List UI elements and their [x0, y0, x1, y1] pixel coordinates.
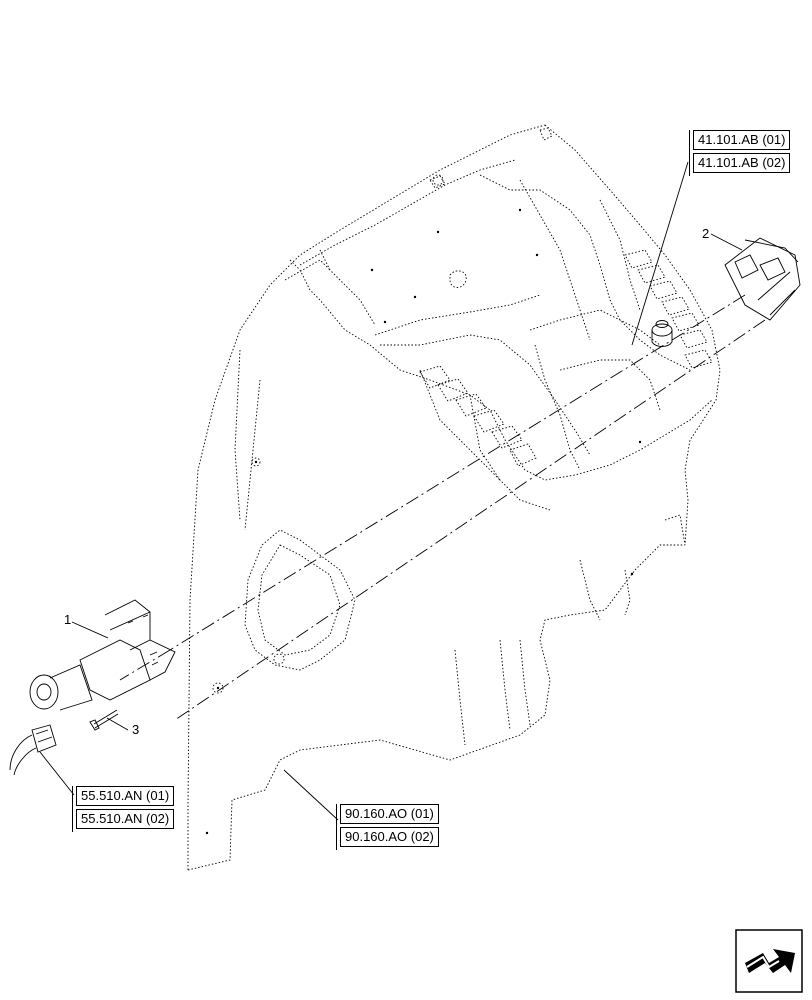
- housing-bosses: [212, 174, 444, 694]
- pin-screw: [89, 709, 119, 731]
- console-knob: [651, 320, 673, 347]
- bezel-clip-part: [724, 237, 801, 321]
- reference-link[interactable]: 41.101.AB (02): [693, 153, 791, 173]
- housing-fastener-dots: [205, 208, 642, 835]
- reference-link[interactable]: 90.160.AO (02): [340, 827, 439, 847]
- joystick-lever-assembly: [29, 599, 176, 711]
- leader-lines: [39, 161, 743, 821]
- next-page-arrow-icon[interactable]: [735, 929, 803, 993]
- reference-link[interactable]: 55.510.AN (02): [76, 809, 175, 829]
- callout-item-3: 3: [132, 722, 140, 737]
- reference-group-top-right: 41.101.AB (01) 41.101.AB (02): [689, 130, 791, 176]
- wire-connector: [9, 724, 57, 776]
- callout-item-2: 2: [702, 226, 710, 241]
- console-housing: [187, 124, 721, 871]
- reference-link[interactable]: 41.101.AB (01): [693, 130, 791, 150]
- reference-group-bottom-center: 90.160.AO (01) 90.160.AO (02): [336, 804, 439, 850]
- reference-link[interactable]: 55.510.AN (01): [76, 786, 175, 806]
- reference-link[interactable]: 90.160.AO (01): [340, 804, 439, 824]
- reference-group-bottom-left: 55.510.AN (01) 55.510.AN (02): [72, 786, 175, 832]
- callout-item-1: 1: [64, 612, 72, 627]
